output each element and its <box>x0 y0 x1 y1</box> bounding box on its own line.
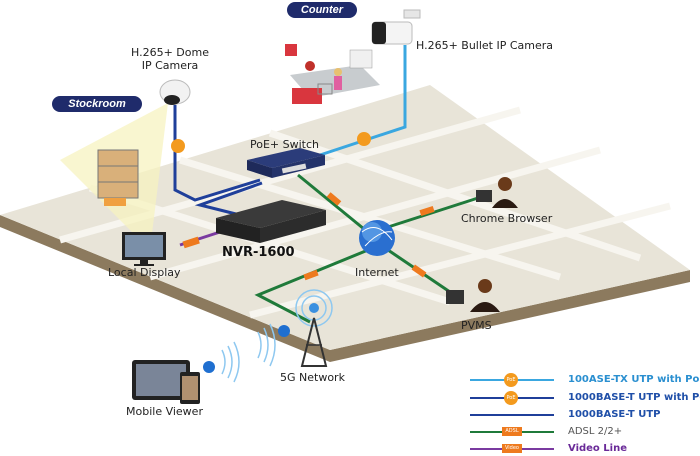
floor-surface <box>0 85 690 350</box>
dome-camera-label-line1: H.265+ Dome <box>131 46 209 59</box>
legend-label: Video Line <box>568 443 627 454</box>
chrome-browser-label: Chrome Browser <box>461 212 553 225</box>
poe-badge-bullet <box>357 132 371 146</box>
counter-scene-icon <box>285 44 380 104</box>
line-badges <box>171 132 435 281</box>
counter-area-label: Counter <box>287 2 357 18</box>
local-display-icon <box>122 232 166 266</box>
legend-label: 1000BASE-T UTP with PoE <box>568 392 700 403</box>
poe-switch-label: PoE+ Switch <box>250 138 320 151</box>
adsl-badge-switch <box>326 192 342 206</box>
line-bullet-to-switch <box>319 45 407 157</box>
adsl-badge-5g <box>303 269 319 281</box>
video-badge-icon: Video <box>502 444 522 453</box>
adsl-badge-pvms <box>411 264 427 278</box>
dome-camera-icon <box>159 79 191 105</box>
poe-badge-icon: PoE <box>504 391 518 405</box>
mobile-viewer-icon <box>132 360 200 404</box>
local-display-label: Local Display <box>108 266 181 279</box>
video-badge <box>182 236 200 249</box>
legend-line <box>470 414 554 416</box>
legend-label: 1000BASE-T UTP <box>568 409 661 420</box>
internet-label: Internet <box>355 266 399 279</box>
5g-tower-icon <box>295 289 333 367</box>
chrome-browser-user-icon <box>476 177 518 208</box>
5g-badge-tower <box>278 325 290 337</box>
internet-globe-icon <box>359 220 395 256</box>
5g-wireless-waves <box>221 323 276 383</box>
stockroom-area-label: Stockroom <box>52 96 142 112</box>
bullet-camera-icon <box>371 9 421 45</box>
nvr-label: NVR-1600 <box>222 245 295 260</box>
5g-network-label: 5G Network <box>280 371 345 384</box>
floor-slab <box>0 85 690 362</box>
legend-row-video: Video Video Line <box>470 442 700 456</box>
line-internet-to-5g <box>254 248 369 324</box>
poe-badge-icon: PoE <box>504 373 518 387</box>
adsl-badge-chrome <box>419 205 435 217</box>
5g-badge-mobile <box>203 361 215 373</box>
legend-row-1000base-t-poe: PoE 1000BASE-T UTP with PoE <box>470 391 700 405</box>
line-internet-to-chrome <box>384 196 479 230</box>
line-switch-to-nvr <box>194 181 263 217</box>
legend-row-adsl: ADSL ADSL 2/2+ <box>470 425 700 439</box>
line-switch-to-internet <box>297 173 376 240</box>
legend-row-100base-tx-poe: PoE 100ASE-TX UTP with PoE <box>470 373 700 387</box>
mobile-viewer-label: Mobile Viewer <box>126 405 203 418</box>
poe-switch-icon <box>247 148 325 178</box>
dome-camera-label-line2: IP Camera <box>141 59 199 72</box>
bullet-camera-label: H.265+ Bullet IP Camera <box>416 39 554 52</box>
stockroom-shelf-icon <box>97 149 139 206</box>
legend-row-1000base-t: 1000BASE-T UTP <box>470 408 700 422</box>
pvms-user-icon <box>446 279 500 312</box>
poe-badge-dome <box>171 139 185 153</box>
pvms-label: PVMS <box>461 319 492 332</box>
adsl-badge-icon: ADSL <box>502 427 522 436</box>
nvr-device-icon <box>216 200 326 243</box>
legend-label: 100ASE-TX UTP with PoE <box>568 374 700 385</box>
legend-label: ADSL 2/2+ <box>568 426 623 437</box>
